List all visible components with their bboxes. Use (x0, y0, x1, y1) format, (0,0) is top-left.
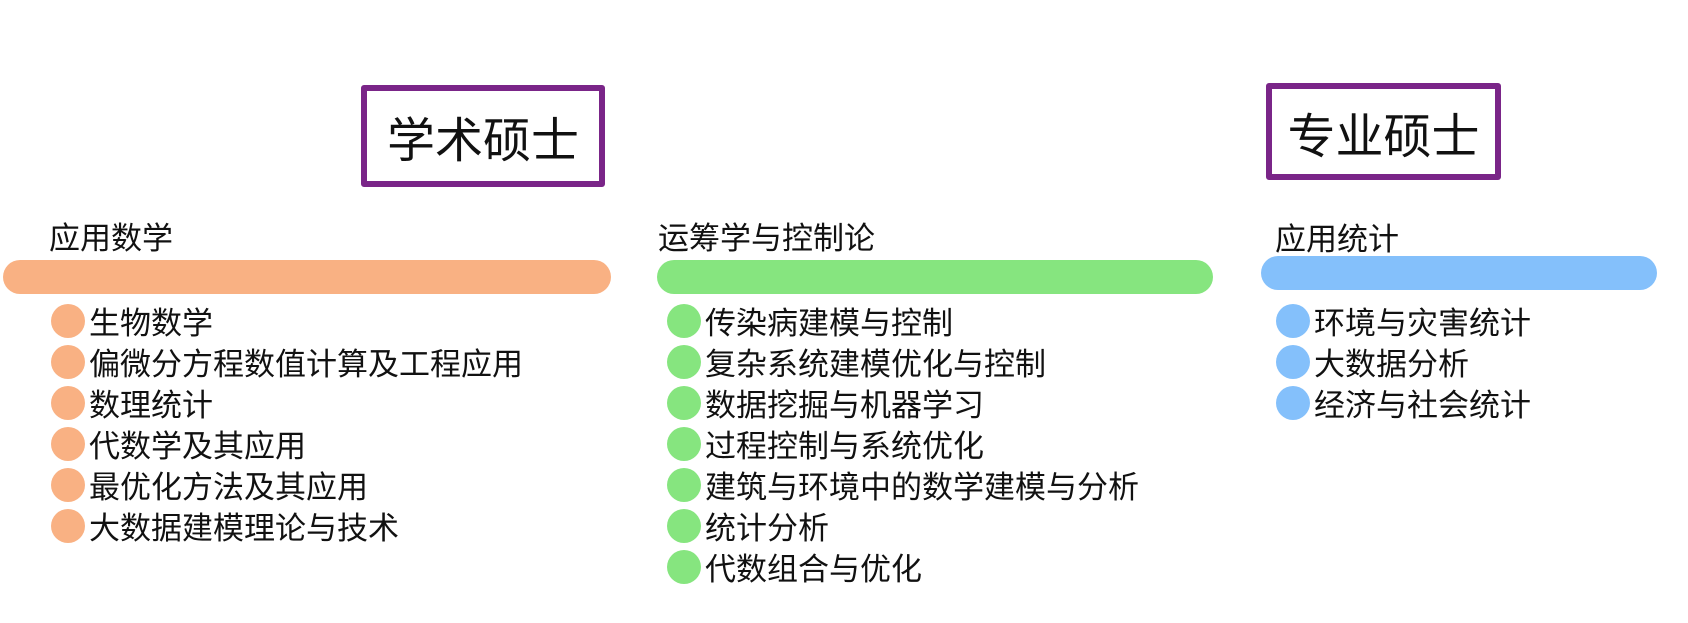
item-label: 经济与社会统计 (1314, 388, 1531, 424)
list-item: 环境与灾害统计 (1276, 300, 1531, 342)
item-label: 环境与灾害统计 (1314, 306, 1531, 342)
column-title-applied-statistics: 应用统计 (1275, 222, 1399, 258)
item-label: 建筑与环境中的数学建模与分析 (705, 470, 1139, 506)
item-list-operations-research: 传染病建模与控制 复杂系统建模优化与控制 数据挖掘与机器学习 过程控制与系统优化… (667, 300, 1139, 588)
column-bar-operations-research (657, 260, 1213, 294)
list-item: 统计分析 (667, 505, 1139, 547)
list-item: 传染病建模与控制 (667, 300, 1139, 342)
list-item: 生物数学 (51, 300, 523, 342)
bullet-dot-icon (51, 303, 85, 338)
bullet-dot-icon (51, 508, 85, 543)
bullet-dot-icon (51, 426, 85, 461)
list-item: 经济与社会统计 (1276, 382, 1531, 424)
bullet-dot-icon (1276, 344, 1310, 379)
item-label: 代数组合与优化 (705, 552, 922, 588)
column-title-operations-research: 运筹学与控制论 (658, 221, 875, 257)
list-item: 建筑与环境中的数学建模与分析 (667, 464, 1139, 506)
list-item: 数据挖掘与机器学习 (667, 382, 1139, 424)
academic-degree-label: 学术硕士 (386, 113, 579, 169)
bullet-dot-icon (667, 467, 701, 502)
item-list-applied-math: 生物数学 偏微分方程数值计算及工程应用 数理统计 代数学及其应用 最优化方法及其… (51, 300, 523, 547)
academic-degree-box: 学术硕士 (361, 85, 605, 187)
item-label: 偏微分方程数值计算及工程应用 (89, 347, 523, 383)
bullet-dot-icon (667, 385, 701, 420)
item-label: 大数据建模理论与技术 (89, 511, 399, 547)
bullet-dot-icon (1276, 303, 1310, 338)
bullet-dot-icon (51, 385, 85, 420)
list-item: 复杂系统建模优化与控制 (667, 341, 1139, 383)
column-bar-applied-statistics (1261, 256, 1657, 290)
list-item: 代数组合与优化 (667, 546, 1139, 588)
item-label: 生物数学 (89, 306, 213, 342)
list-item: 偏微分方程数值计算及工程应用 (51, 341, 523, 383)
list-item: 最优化方法及其应用 (51, 464, 523, 506)
bullet-dot-icon (51, 344, 85, 379)
list-item: 过程控制与系统优化 (667, 423, 1139, 465)
item-label: 数理统计 (89, 388, 213, 424)
bullet-dot-icon (667, 344, 701, 379)
item-label: 最优化方法及其应用 (89, 470, 368, 506)
bullet-dot-icon (667, 426, 701, 461)
professional-degree-label: 专业硕士 (1287, 108, 1480, 165)
bullet-dot-icon (667, 508, 701, 543)
item-label: 大数据分析 (1314, 347, 1469, 383)
item-label: 过程控制与系统优化 (705, 429, 984, 465)
list-item: 代数学及其应用 (51, 423, 523, 465)
item-label: 代数学及其应用 (89, 429, 306, 465)
item-label: 统计分析 (705, 511, 829, 547)
bullet-dot-icon (1276, 385, 1310, 420)
bullet-dot-icon (667, 303, 701, 338)
list-item: 数理统计 (51, 382, 523, 424)
item-label: 数据挖掘与机器学习 (705, 388, 984, 424)
bullet-dot-icon (51, 467, 85, 502)
list-item: 大数据分析 (1276, 341, 1531, 383)
column-bar-applied-math (3, 260, 611, 294)
list-item: 大数据建模理论与技术 (51, 505, 523, 547)
professional-degree-box: 专业硕士 (1266, 83, 1501, 180)
item-label: 复杂系统建模优化与控制 (705, 347, 1046, 383)
column-title-applied-math: 应用数学 (49, 221, 173, 257)
bullet-dot-icon (667, 549, 701, 584)
item-list-applied-statistics: 环境与灾害统计 大数据分析 经济与社会统计 (1276, 300, 1531, 424)
item-label: 传染病建模与控制 (705, 306, 953, 342)
